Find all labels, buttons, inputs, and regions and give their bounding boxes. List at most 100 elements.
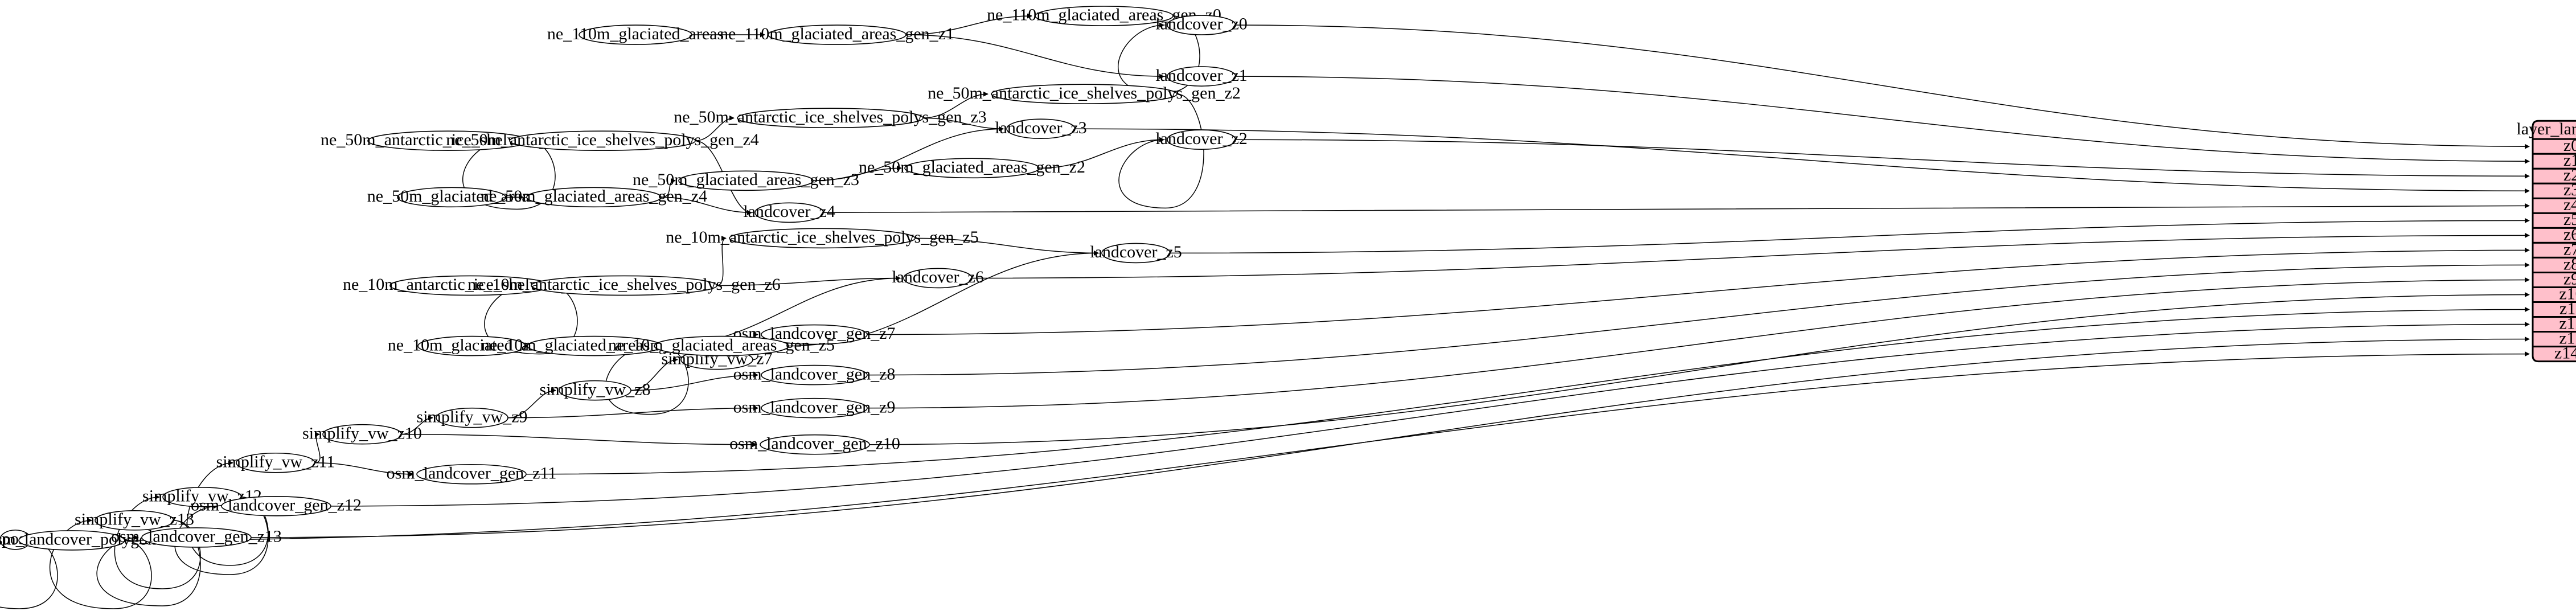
node-ellipse — [761, 325, 867, 345]
table-row-label: z14+ — [2554, 343, 2576, 362]
graph-node[interactable]: ne_50m_glaciated_areas — [367, 187, 536, 207]
node-label: landcover_z2 — [1155, 129, 1248, 148]
node-label: ne_50m_glaciated_areas_gen_z3 — [633, 170, 859, 189]
graph-node[interactable]: osm_landcover_gen_z8 — [733, 364, 896, 384]
graph-edge — [867, 274, 2530, 408]
graph-node[interactable]: landcover_z0 — [1155, 15, 1248, 35]
graph-edge — [906, 35, 1165, 82]
graph-node[interactable]: landcover_z4 — [743, 202, 835, 222]
table-row-cell[interactable] — [2532, 241, 2576, 259]
graph-node[interactable]: ne_50m_glaciated_areas_gen_z4 — [481, 187, 707, 207]
graph-node[interactable]: osm_landcover_polygon — [0, 530, 156, 550]
graph-edge — [1075, 129, 2530, 196]
table-row-label: z8 — [2563, 255, 2576, 273]
graph-node[interactable]: simplify_vw_z13 — [75, 510, 194, 530]
node-ellipse — [991, 84, 1177, 104]
node-label: landcover_z1 — [1155, 66, 1248, 85]
graph-edge — [631, 354, 679, 391]
graph-node[interactable]: simplify_vw_z9 — [417, 407, 528, 427]
table-row-cell[interactable] — [2532, 182, 2576, 199]
table-row-cell[interactable] — [2532, 212, 2576, 229]
node-ellipse — [142, 528, 251, 547]
graph-node[interactable]: ne_10m_antarctic_ice_shelves_polys_gen_z… — [666, 228, 979, 248]
table-header-label: layer_landcover — [2516, 120, 2576, 138]
graph-edge — [717, 233, 727, 285]
graph-node[interactable]: ne_10m_antarctic_ice_shelves_polys_gen_z… — [467, 275, 781, 295]
graph-edge — [717, 273, 901, 285]
graph-node[interactable]: ne_50m_antarctic_ice_shelves_polys_gen_z… — [674, 108, 987, 128]
graph-edge — [1119, 94, 1204, 208]
node-ellipse — [904, 268, 972, 288]
node-label: simplify_vw_z10 — [302, 424, 422, 442]
table-row-label: z5 — [2563, 210, 2576, 229]
graph-node[interactable]: landcover_z3 — [995, 118, 1087, 138]
graph-node[interactable]: osm_landcover_gen_z10 — [729, 434, 900, 454]
graph-edge — [463, 136, 555, 209]
graph-node[interactable]: osm_landcover_gen_z13 — [111, 527, 282, 547]
table-row-cell[interactable] — [2532, 153, 2576, 170]
node-label: osm_landcover_gen_z13 — [111, 527, 282, 546]
node-ellipse — [436, 408, 508, 428]
node-label: simplify_vw_z11 — [216, 452, 335, 471]
table-header-cell — [2532, 120, 2576, 140]
node-ellipse — [1167, 15, 1236, 35]
node-ellipse — [531, 276, 717, 295]
node-ellipse — [1035, 6, 1173, 26]
table-row-cell[interactable] — [2532, 271, 2576, 288]
graph-node[interactable]: landcover_z2 — [1155, 129, 1248, 149]
node-label: ne_50m_glaciated_areas_gen_z4 — [481, 187, 707, 206]
graph-node[interactable]: osm_landcover_gen_z11 — [387, 464, 557, 483]
node-label: ne_10m_glaciated_areas_gen_z5 — [608, 335, 835, 354]
graph-edge — [125, 348, 2530, 540]
table-row-cell[interactable] — [2532, 167, 2576, 184]
graph-node[interactable]: ne_50m_glaciated_areas_gen_z3 — [633, 170, 859, 190]
graph-node[interactable]: ne_50m_antarctic_ice_shelves_polys_gen_z… — [446, 130, 759, 150]
graph-edge — [508, 385, 557, 418]
graph-node[interactable]: landcover_z5 — [1090, 243, 1182, 263]
layer-landcover-table: layer_landcoverz0z1z2z3z4z5z6z7z8z9z10z1… — [2516, 120, 2576, 362]
node-label: osm_landcover_gen_z12 — [191, 496, 362, 515]
graph-edge — [1236, 140, 2530, 182]
graph-node[interactable]: simplify_vw_z10 — [302, 424, 422, 444]
node-ellipse — [679, 171, 813, 190]
graph-edge — [1039, 134, 1165, 168]
graph-node[interactable]: simplify_vw_z8 — [540, 380, 651, 400]
table-row-cell[interactable] — [2532, 227, 2576, 244]
graph-node[interactable]: ne_50m_glaciated_areas_gen_z2 — [859, 158, 1085, 178]
graph-node[interactable]: osm_landcover_gen_z12 — [191, 496, 362, 516]
table-row-cell[interactable] — [2532, 138, 2576, 155]
node-label: simplify_vw_z8 — [540, 380, 651, 399]
graph-edge — [331, 319, 2530, 506]
node-ellipse — [417, 465, 526, 484]
table-row-label: z12 — [2559, 314, 2576, 333]
node-ellipse — [510, 131, 695, 150]
table-row-cell[interactable] — [2532, 316, 2576, 333]
graph-edge — [661, 197, 753, 218]
graph-node[interactable]: landcover_z6 — [892, 268, 984, 288]
graph-node[interactable]: ne_50m_antarctic_ice_shelves_polys_gen_z… — [928, 84, 1241, 104]
table-row-cell[interactable] — [2532, 197, 2576, 214]
graph-edge — [175, 497, 268, 575]
graph-edge — [915, 238, 1100, 259]
graph-node[interactable]: simplify_vw_z11 — [216, 452, 335, 472]
node-ellipse — [559, 381, 631, 400]
graph-node[interactable]: ne_110m_glaciated_areas_gen_z1 — [720, 24, 954, 44]
table-row-cell[interactable] — [2532, 286, 2576, 303]
table-row-cell[interactable] — [2532, 301, 2576, 318]
graph-edge — [0, 535, 58, 609]
table-row-cell[interactable] — [2532, 256, 2576, 273]
graph-node[interactable]: ne_110m_glaciated_areas_gen_z0 — [987, 6, 1221, 26]
table-row-label: z13 — [2559, 329, 2576, 347]
graph-edge — [867, 260, 2530, 375]
graph-node[interactable]: ne_110m_glaciated_areas — [547, 24, 724, 44]
node-label: ne_110m_glaciated_areas — [547, 24, 724, 43]
graph-node[interactable]: simplify_vw_z12 — [142, 486, 262, 506]
node-label: osm_landcover_gen_z10 — [729, 434, 900, 453]
table-row-cell[interactable] — [2532, 346, 2576, 363]
graph-node[interactable]: landcover_z1 — [1155, 66, 1248, 86]
graph-node[interactable]: osm_landcover_gen_z9 — [733, 397, 896, 417]
graph-edge — [310, 429, 320, 463]
graph-node[interactable]: ne_10m_glaciated_areas_gen_z5 — [608, 335, 835, 355]
node-label: simplify_vw_z9 — [417, 407, 528, 426]
table-row-cell[interactable] — [2532, 331, 2576, 348]
